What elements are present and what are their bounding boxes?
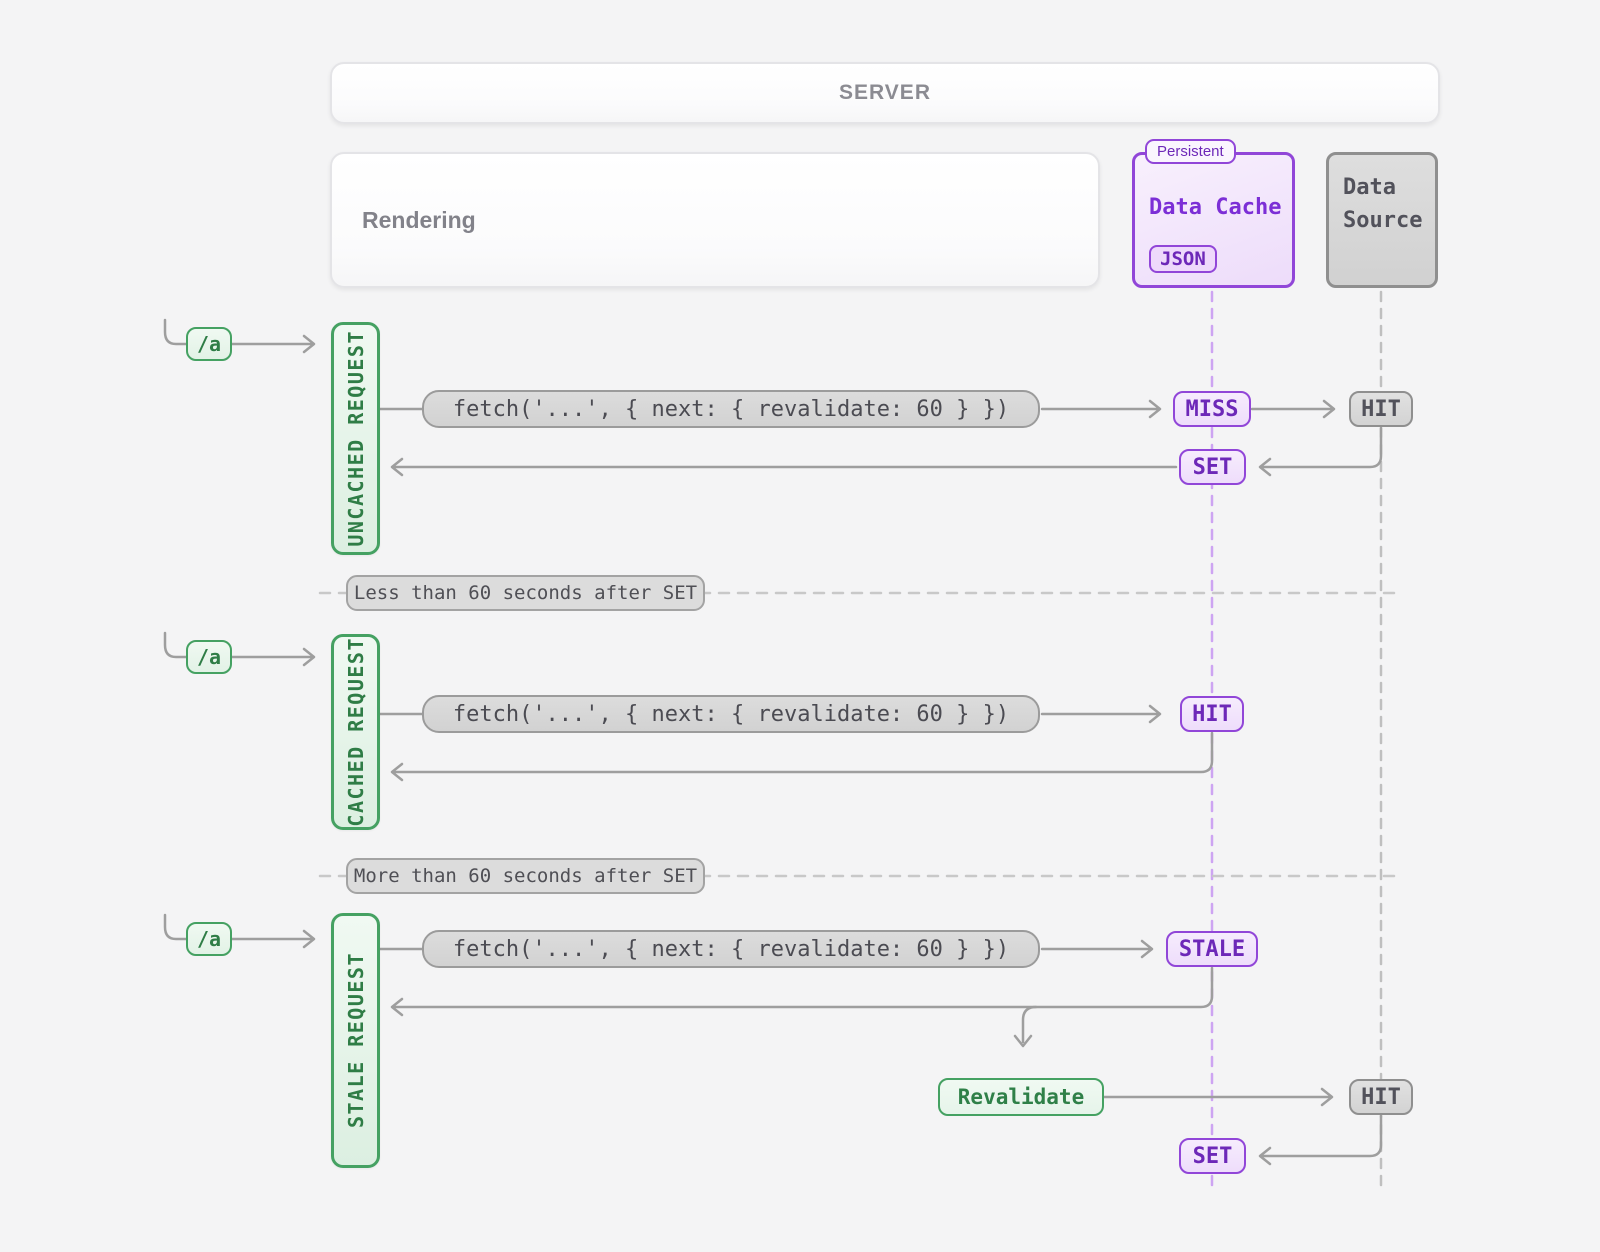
row2-fetch-to-hit-arrow	[1040, 704, 1162, 724]
row3-return-arrow	[390, 966, 1214, 1017]
row1-cache-set-badge: SET	[1179, 449, 1246, 485]
row1-return-arrow	[390, 457, 1178, 477]
row3-route-arrow	[230, 929, 316, 949]
server-label: SERVER	[839, 81, 931, 104]
row2-request-bar: CACHED REQUEST	[331, 634, 380, 830]
row1-fetch-to-miss-arrow	[1040, 399, 1162, 419]
row1-miss-to-hit-arrow	[1250, 399, 1336, 419]
row1-source-hit-badge: HIT	[1349, 391, 1413, 427]
row1-cache-miss-badge: MISS	[1173, 391, 1251, 427]
row3-request-bar-label: STALE REQUEST	[343, 952, 368, 1129]
row3-route-hook	[163, 913, 188, 941]
row3-fetch-to-stale-arrow	[1040, 939, 1154, 959]
row3-fetch-call: fetch('...', { next: { revalidate: 60 } …	[422, 930, 1040, 968]
rendering-label: Rendering	[362, 206, 476, 233]
row2-route-badge: /a	[186, 640, 232, 674]
row1-request-bar: UNCACHED REQUEST	[331, 322, 380, 555]
persistent-tag: Persistent	[1145, 139, 1236, 164]
data-source-box: Data Source	[1326, 152, 1438, 288]
row2-fetch-call: fetch('...', { next: { revalidate: 60 } …	[422, 695, 1040, 733]
server-box: SERVER	[330, 62, 1440, 124]
row1-fetch-call: fetch('...', { next: { revalidate: 60 } …	[422, 390, 1040, 428]
row1-route-badge: /a	[186, 327, 232, 361]
json-badge: JSON	[1149, 245, 1217, 273]
row3-revalidate-badge: Revalidate	[938, 1078, 1104, 1116]
divider-1-label: Less than 60 seconds after SET	[346, 575, 705, 611]
row2-route-hook	[163, 631, 188, 659]
row2-request-bar-label: CACHED REQUEST	[343, 637, 368, 827]
row3-request-bar: STALE REQUEST	[331, 913, 380, 1168]
data-cache-box: Persistent Data Cache JSON	[1132, 139, 1295, 288]
row2-route-arrow	[230, 647, 316, 667]
row3-revalidate-to-hit-arrow	[1102, 1087, 1334, 1107]
row3-source-hit-badge: HIT	[1349, 1079, 1413, 1115]
row3-hit-to-set-arrow	[1258, 1114, 1383, 1166]
row2-return-arrow	[390, 731, 1214, 782]
rendering-box: Rendering	[330, 152, 1100, 288]
data-cache-title: Data Cache	[1149, 195, 1282, 220]
row3-cache-stale-badge: STALE	[1166, 931, 1258, 967]
row1-request-bar-label: UNCACHED REQUEST	[343, 330, 368, 547]
row2-cache-hit-badge: HIT	[1180, 696, 1244, 732]
row1-hit-to-set-arrow	[1258, 426, 1383, 477]
row3-revalidate-branch-arrow	[1013, 1005, 1038, 1048]
divider-2-label: More than 60 seconds after SET	[346, 858, 705, 894]
row1-route-arrow	[230, 334, 316, 354]
row1-route-hook	[163, 318, 188, 346]
row3-cache-set-badge: SET	[1179, 1138, 1246, 1174]
row3-route-badge: /a	[186, 922, 232, 956]
data-source-title: Data Source	[1343, 175, 1423, 233]
